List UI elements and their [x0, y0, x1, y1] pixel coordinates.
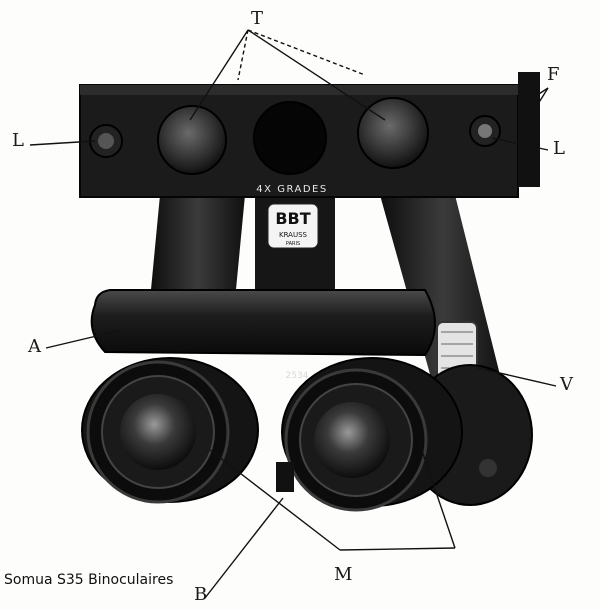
callout-v: V — [560, 374, 573, 395]
eyepiece-right — [281, 357, 463, 512]
callout-l-left: L — [12, 130, 24, 151]
objective-port-right — [357, 97, 429, 169]
eyepiece-number: 2534 — [286, 371, 309, 381]
callout-f: F — [547, 64, 560, 85]
objective-port-center — [253, 101, 327, 175]
callout-t: T — [251, 8, 264, 29]
callout-l-right: L — [553, 138, 565, 159]
leader-lines — [29, 29, 557, 599]
image-caption: Somua S35 Binoculaires — [4, 572, 174, 588]
callout-m: M — [334, 564, 353, 585]
callout-a: A — [28, 336, 41, 357]
logo-bottom-text: KRAUSS — [279, 231, 308, 239]
handle-bar — [90, 289, 436, 357]
left-leg-tube — [150, 195, 245, 300]
objective-port-left — [157, 105, 227, 175]
eyepiece-left — [81, 357, 259, 504]
screw-right — [469, 115, 501, 147]
logo-top-text: BBT — [275, 209, 310, 228]
callout-b: B — [194, 584, 208, 605]
magnification-engraving: 4X GRADES — [256, 184, 327, 195]
maker-logo: BBT KRAUSS PARIS — [267, 203, 319, 249]
logo-city-text: PARIS — [286, 241, 300, 247]
base-stud — [276, 462, 294, 492]
